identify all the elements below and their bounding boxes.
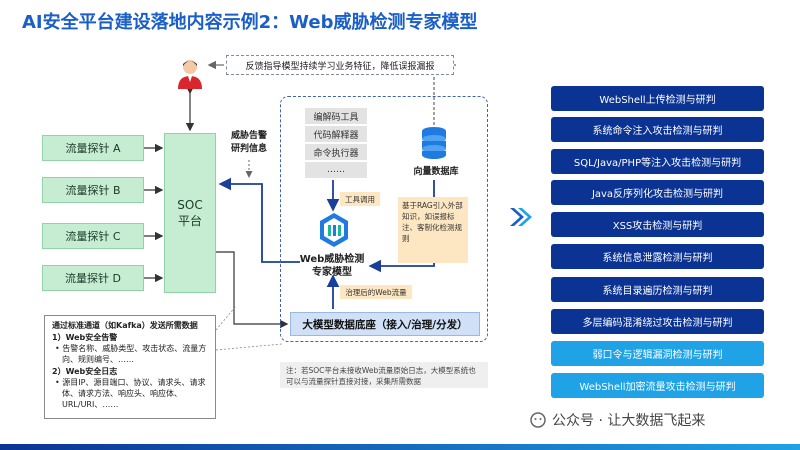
tool-codec: 编解码工具 bbox=[305, 108, 367, 124]
soc-platform-box: SOC 平台 bbox=[164, 133, 216, 293]
soc-label-line2: 平台 bbox=[177, 213, 202, 228]
feedback-box: 反馈指导模型持续学习业务特征，降低误报漏报 bbox=[226, 55, 454, 75]
watermark-text: 公众号 · 让大数据飞起来 bbox=[552, 413, 706, 429]
data-note-sec1-item: • 告警名称、威胁类型、攻击状态、流量方向、规则编号、…… bbox=[55, 344, 207, 364]
data-base-box: 大模型数据底座（接入/治理/分发） bbox=[290, 312, 480, 336]
legend-research: 研究中 bbox=[715, 59, 739, 69]
data-note-title: 通过标准通道（如Kafka）发送所需数据 bbox=[52, 321, 198, 330]
note-pointer bbox=[215, 305, 237, 331]
capability-item: WebShell上传检测与研判 bbox=[551, 86, 764, 111]
capability-item: Java反序列化攻击检测与研判 bbox=[551, 180, 764, 205]
watermark: 公众号 · 让大数据飞起来 bbox=[530, 410, 705, 430]
capability-item: 系统命令注入攻击检测与研判 bbox=[551, 117, 764, 142]
alert-info-label: 威胁告警 研判信息 bbox=[226, 130, 272, 156]
legend-validating: 商用验证中 bbox=[625, 59, 663, 69]
soc-label-line1: SOC bbox=[177, 197, 203, 212]
model-logo-icon bbox=[320, 213, 348, 247]
wechat-icon bbox=[530, 412, 546, 428]
note-pointer-2 bbox=[215, 343, 283, 351]
data-note-sec2-item: • 源目IP、源目端口、协议、请求头、请求体、请求方法、响应头、响应体、URL/… bbox=[55, 378, 206, 409]
soc-base-arrow bbox=[216, 251, 289, 329]
page-title: AI安全平台建设落地内容示例2：Web威胁检测专家模型 bbox=[22, 12, 478, 33]
tool-executor: 命令执行器 bbox=[305, 144, 367, 160]
capability-item: 多层编码混淆绕过攻击检测与研判 bbox=[551, 309, 764, 334]
probe-c: 流量探针 C bbox=[42, 223, 144, 249]
capability-item: SQL/Java/PHP等注入攻击检测与研判 bbox=[551, 149, 764, 174]
model-system-container bbox=[280, 96, 488, 342]
expert-model-label: Web威胁检测 专家模型 bbox=[296, 253, 368, 279]
tool-interpreter: 代码解释器 bbox=[305, 126, 367, 142]
data-requirements-note: 通过标准通道（如Kafka）发送所需数据 1）Web安全告警 • 告警名称、威胁… bbox=[44, 315, 216, 419]
governed-flow-label: 治理后的Web流量 bbox=[340, 285, 412, 299]
database-icon bbox=[422, 127, 446, 159]
chevron-right-icon-2 bbox=[518, 208, 532, 226]
alert-info-line2: 研判信息 bbox=[230, 144, 267, 154]
tool-call-label: 工具调用 bbox=[340, 192, 380, 206]
probe-b: 流量探针 B bbox=[42, 177, 144, 203]
capability-item: WebShell加密流量攻击检测与研判 bbox=[551, 373, 764, 398]
model-soc-arrow bbox=[218, 177, 300, 263]
capability-item: 系统目录遍历检测与研判 bbox=[551, 277, 764, 302]
data-note-sec1: 1）Web安全告警 bbox=[52, 333, 118, 342]
tool-more: …… bbox=[305, 162, 367, 178]
alert-info-line1: 威胁告警 bbox=[230, 131, 267, 141]
bottom-accent-bar bbox=[0, 444, 800, 450]
legend-commercial: 可商用 bbox=[561, 59, 585, 69]
rag-note: 基于RAG引入外部知识，如误报标注、客制化检测规则 bbox=[398, 197, 468, 263]
chevron-right-icon bbox=[510, 208, 524, 226]
data-note-sec1-text: 告警名称、威胁类型、攻击状态、流量方向、规则编号、…… bbox=[62, 344, 207, 364]
expert-model-line1: Web威胁检测 bbox=[299, 254, 365, 265]
user-avatar-icon bbox=[178, 60, 202, 89]
vector-db-label: 向量数据库 bbox=[413, 167, 459, 177]
probe-d: 流量探针 D bbox=[42, 265, 144, 291]
data-note-sec2: 2）Web安全日志 bbox=[52, 367, 118, 376]
capability-item: 弱口令与逻辑漏洞检测与研判 bbox=[551, 341, 764, 366]
data-note-sec2-text: 源目IP、源目端口、协议、请求头、请求体、请求方法、响应头、响应体、URL/UR… bbox=[62, 378, 206, 409]
capability-item: 系统信息泄露检测与研判 bbox=[551, 244, 764, 269]
bottom-note: 注：若SOC平台未接收Web流量原始日志，大模型系统也可以与流量探针直接对接，采… bbox=[280, 362, 488, 388]
capability-item: XSS攻击检测与研判 bbox=[551, 212, 764, 237]
expert-model-line2: 专家模型 bbox=[312, 267, 352, 278]
probe-a: 流量探针 A bbox=[42, 135, 144, 161]
